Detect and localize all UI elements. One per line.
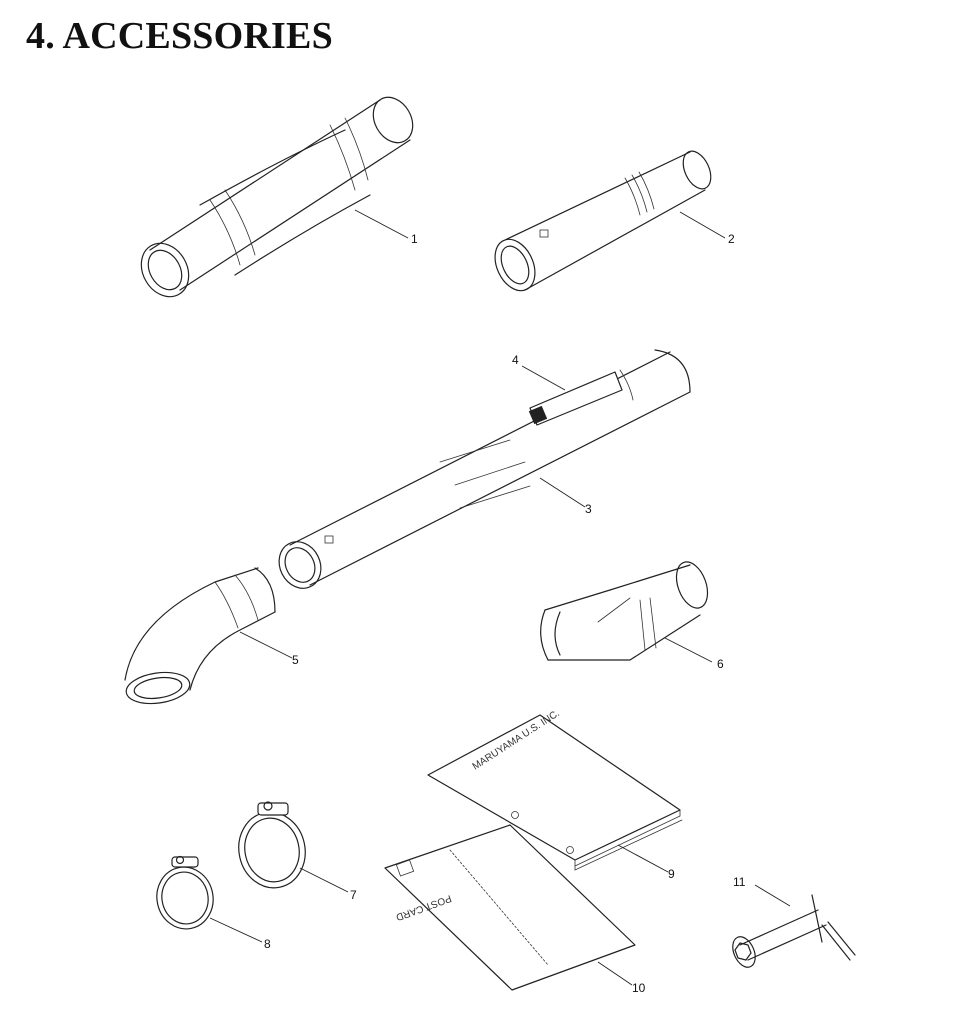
- leader-lines: [209, 209, 791, 986]
- part-label-10: 10: [632, 981, 646, 995]
- part-label-8: 8: [264, 937, 271, 951]
- pipe-illustration: [494, 150, 712, 292]
- part-label-7: 7: [350, 888, 357, 902]
- pipe-illustration: [140, 96, 414, 298]
- clamp-illustration: [156, 855, 214, 930]
- pipe-illustration: [278, 349, 691, 589]
- part-label-11: 11: [733, 875, 746, 889]
- part-label-1: 1: [411, 232, 418, 246]
- part-label-3: 3: [585, 502, 592, 516]
- clamp-illustration: [238, 801, 306, 889]
- wrench-illustration: [732, 894, 856, 968]
- flat-nozzle-illustration: [540, 561, 709, 661]
- part-label-4: 4: [512, 353, 519, 367]
- part-label-9: 9: [668, 867, 675, 881]
- part-label-2: 2: [728, 232, 735, 246]
- part-label-6: 6: [717, 657, 724, 671]
- nozzle-illustration: [124, 567, 276, 705]
- page-title: 4. ACCESSORIES: [26, 15, 333, 57]
- part-label-5: 5: [292, 653, 299, 667]
